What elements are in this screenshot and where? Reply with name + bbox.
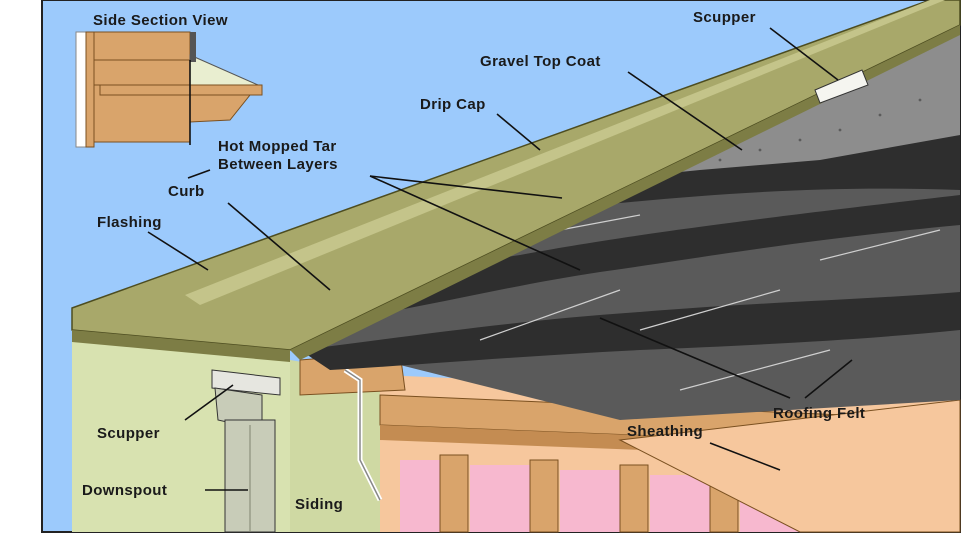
label-siding: Siding	[295, 496, 343, 513]
labels: Side Section View Scupper Gravel Top Coa…	[82, 9, 865, 513]
leader-lines	[147, 27, 853, 491]
flashing-front	[72, 330, 290, 362]
label-curb: Curb	[168, 183, 205, 200]
sheathing-board	[618, 399, 961, 533]
label-scupper-bottom: Scupper	[97, 425, 160, 442]
label-drip-cap: Drip Cap	[420, 96, 486, 113]
side-section-inset	[75, 31, 263, 148]
label-gravel-top-coat: Gravel Top Coat	[480, 53, 601, 70]
label-roofing-felt: Roofing Felt	[773, 405, 865, 422]
scupper-top-part	[814, 69, 869, 104]
label-downspout: Downspout	[82, 482, 167, 499]
label-flashing: Flashing	[97, 214, 162, 231]
label-side-section-view: Side Section View	[93, 12, 228, 29]
label-hot-mopped-tar-2: Between Layers	[218, 156, 338, 173]
drip-cap-highlight	[185, 0, 945, 305]
flashing-lower-edge	[290, 25, 960, 360]
label-hot-mopped-tar-1: Hot Mopped Tar	[218, 138, 337, 155]
label-scupper-top: Scupper	[693, 9, 756, 26]
label-sheathing: Sheathing	[627, 423, 703, 440]
